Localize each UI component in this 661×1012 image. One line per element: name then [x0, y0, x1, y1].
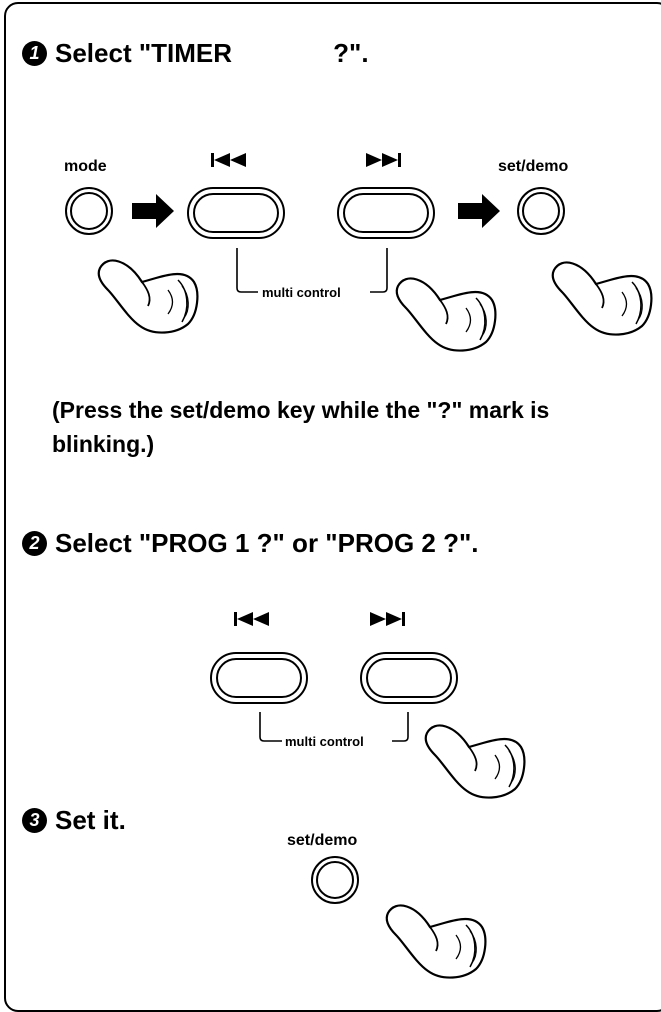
- step-2-heading: 2 Select "PROG 1 ?" or "PROG 2 ?".: [22, 528, 479, 559]
- set-demo-label-3: set/demo: [287, 832, 357, 850]
- skip-back-icon: [234, 612, 269, 626]
- pointing-hand-icon: [553, 262, 652, 334]
- skip-back-button[interactable]: [211, 653, 307, 703]
- pointing-hand-icon: [387, 905, 486, 977]
- pointing-hand-icon: [426, 725, 525, 797]
- step-number-2: 2: [22, 531, 47, 556]
- step-3-heading: 3 Set it.: [22, 805, 126, 836]
- skip-forward-button[interactable]: [338, 188, 434, 238]
- pointing-hand-icon: [397, 278, 496, 350]
- step-2-text: Select "PROG 1 ?" or "PROG 2 ?".: [55, 528, 479, 559]
- step-3-text: Set it.: [55, 805, 126, 836]
- right-arrow-icon: [132, 194, 174, 228]
- pointing-hand-icon: [99, 260, 198, 332]
- skip-forward-icon: [370, 612, 405, 626]
- skip-forward-icon: [366, 153, 401, 167]
- mode-button[interactable]: [66, 188, 112, 234]
- multi-control-label: multi control: [285, 734, 364, 749]
- skip-forward-button[interactable]: [361, 653, 457, 703]
- right-arrow-icon: [458, 194, 500, 228]
- step-number-3: 3: [22, 808, 47, 833]
- note-text: (Press the set/demo key while the "?" ma…: [52, 393, 642, 461]
- set-demo-button[interactable]: [312, 857, 358, 903]
- multi-control-label: multi control: [262, 285, 341, 300]
- skip-back-button[interactable]: [188, 188, 284, 238]
- skip-back-icon: [211, 153, 246, 167]
- set-demo-button[interactable]: [518, 188, 564, 234]
